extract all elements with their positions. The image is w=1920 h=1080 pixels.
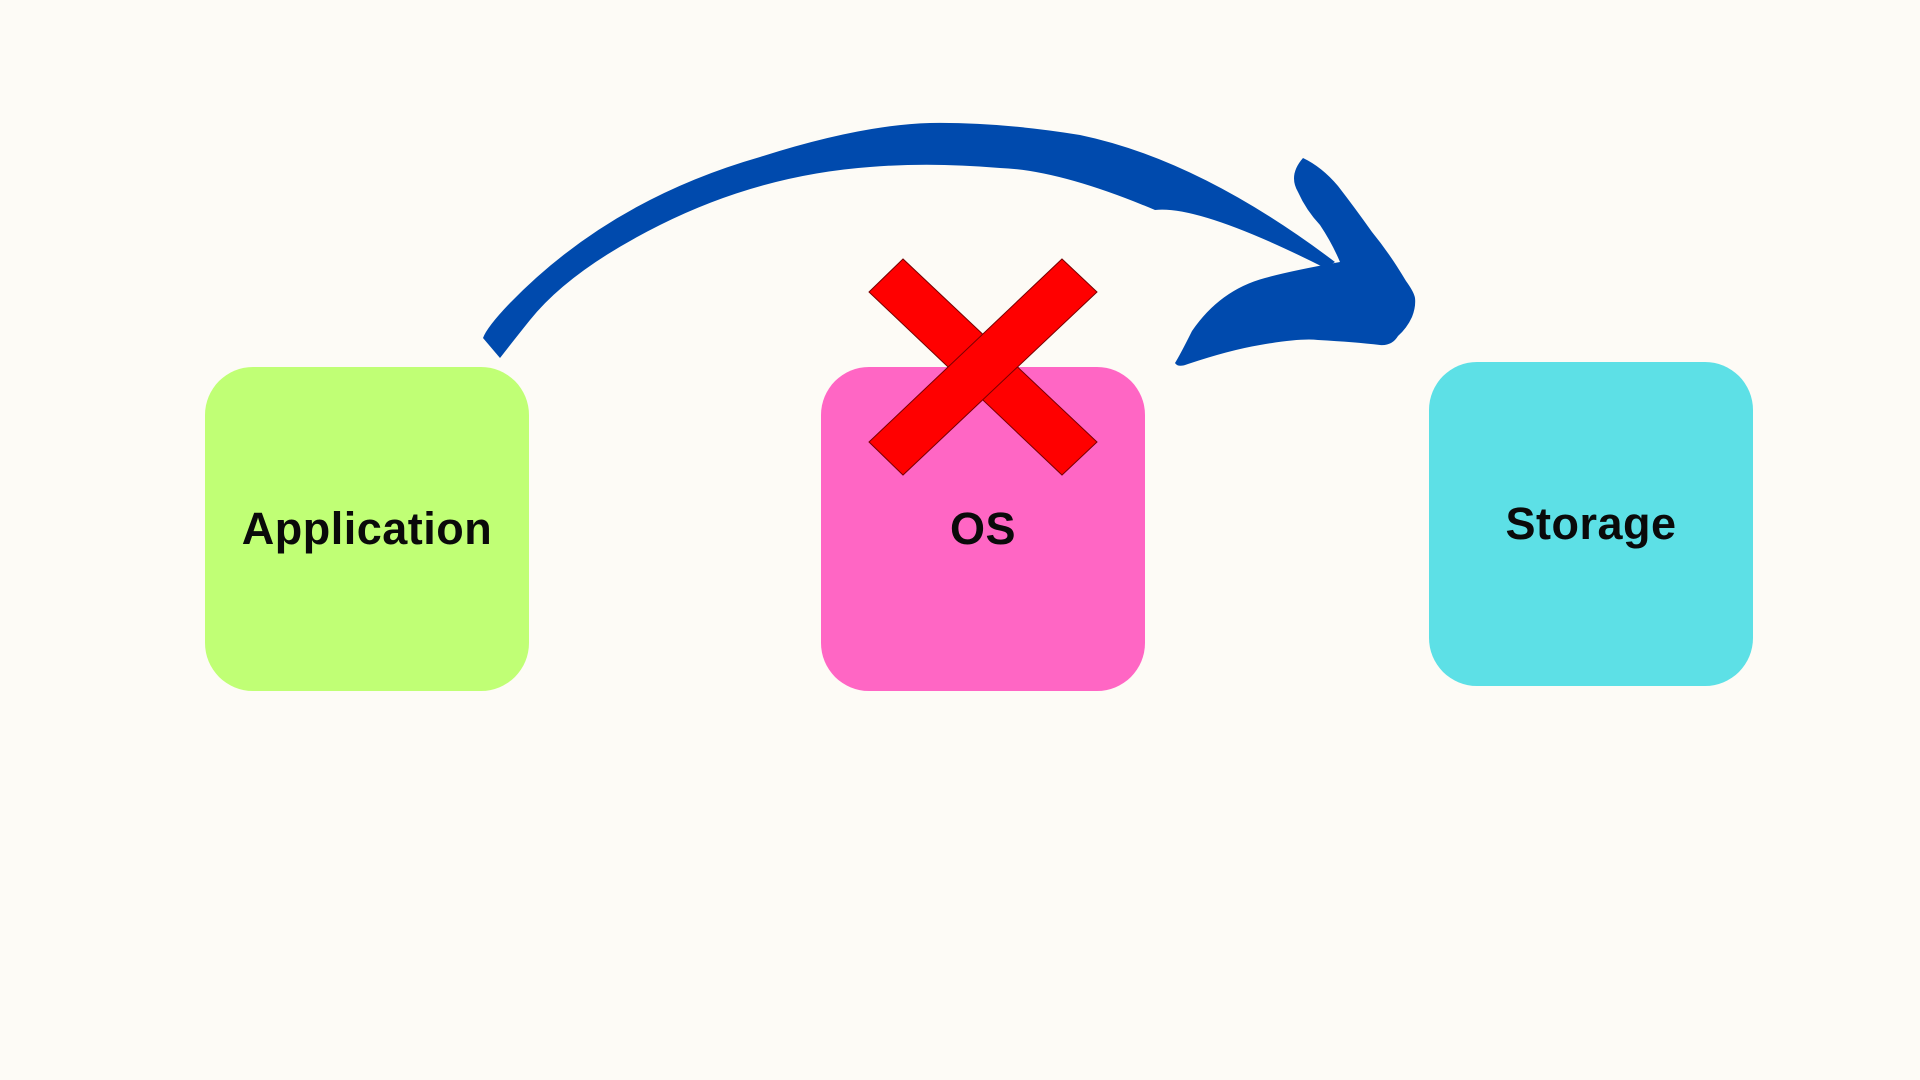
storage-box: Storage (1429, 362, 1753, 686)
application-label: Application (241, 503, 493, 554)
arrow-head (1175, 158, 1416, 366)
curved-arrow-icon (483, 122, 1416, 366)
application-box: Application (205, 367, 529, 691)
storage-label: Storage (1505, 498, 1677, 549)
os-box: OS (821, 367, 1145, 691)
os-label: OS (949, 503, 1017, 554)
arrow-shaft (483, 122, 1335, 358)
